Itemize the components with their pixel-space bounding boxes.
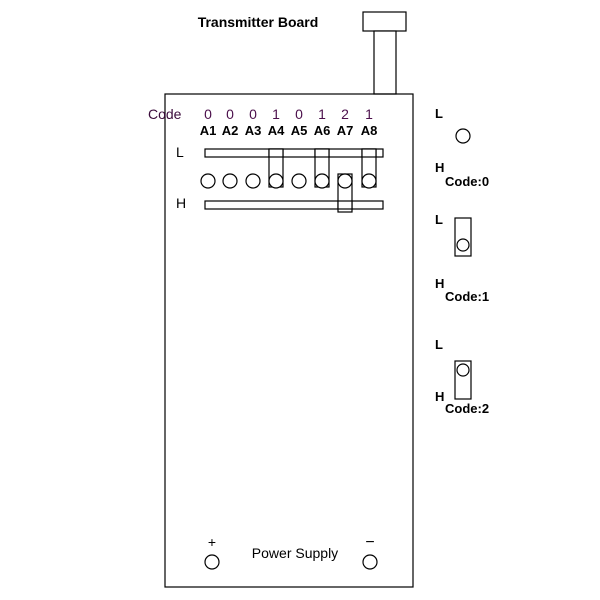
power-supply-label: Power Supply — [252, 545, 338, 561]
jumper-a7 — [337, 173, 353, 213]
legend-1-pin — [456, 238, 470, 252]
pin-a3 — [245, 173, 261, 189]
pin-label-a1: A1 — [200, 123, 217, 138]
jumper-a6 — [314, 148, 330, 189]
rail-high-label: H — [176, 195, 186, 211]
jumper-a5 — [291, 173, 307, 189]
legend-2-caption: Code:2 — [445, 401, 489, 416]
legend-1-low: L — [435, 212, 443, 227]
legend-1-caption: Code:1 — [445, 289, 489, 304]
pin-a6 — [314, 173, 330, 189]
pin-label-a4: A4 — [268, 123, 285, 138]
pin-label-a8: A8 — [361, 123, 378, 138]
legend-2-high: H — [435, 389, 444, 404]
legend-2-pin — [456, 363, 470, 377]
pin-label-a6: A6 — [314, 123, 331, 138]
rail-low-label: L — [176, 144, 184, 160]
pin-label-a7: A7 — [337, 123, 354, 138]
rail-segment — [361, 148, 377, 158]
power-minus-terminal — [362, 554, 378, 570]
pin-labels: A1 A2 A3 A4 A5 A6 A7 A8 — [200, 123, 378, 138]
legend-0-caption: Code:0 — [445, 174, 489, 189]
pin-a1 — [200, 173, 216, 189]
minus-sign: − — [365, 534, 374, 551]
plus-sign: + — [208, 534, 216, 550]
pin-label-a2: A2 — [222, 123, 239, 138]
diagram-title: Transmitter Board — [198, 14, 319, 30]
pin-label-a5: A5 — [291, 123, 308, 138]
low-rail — [204, 148, 384, 158]
pin-a5 — [291, 173, 307, 189]
code-value-4: 1 — [272, 106, 280, 122]
jumper-a1 — [200, 173, 216, 189]
code-label: Code — [148, 106, 182, 122]
legend-0-low: L — [435, 106, 443, 121]
legend-code-0: L H Code:0 — [435, 106, 489, 189]
pin-a7 — [337, 173, 353, 189]
power-plus-terminal — [204, 554, 220, 570]
pin-a8 — [361, 173, 377, 189]
legend-0-pin — [455, 128, 471, 144]
code-value-5: 0 — [295, 106, 303, 122]
code-value-8: 1 — [365, 106, 373, 122]
code-value-3: 0 — [249, 106, 257, 122]
legend-0-high: H — [435, 160, 444, 175]
rail-segment — [337, 200, 353, 210]
code-value-2: 0 — [226, 106, 234, 122]
code-value-1: 0 — [204, 106, 212, 122]
legend-1-high: H — [435, 276, 444, 291]
pin-a2 — [222, 173, 238, 189]
board-outline — [164, 93, 414, 588]
jumper-a4 — [268, 148, 284, 189]
high-rail — [204, 200, 384, 210]
jumper-a2 — [222, 173, 238, 189]
pin-label-a3: A3 — [245, 123, 262, 138]
pin-a4 — [268, 173, 284, 189]
legend-2-low: L — [435, 337, 443, 352]
legend-code-2: L H Code:2 — [435, 337, 489, 416]
antenna — [362, 11, 407, 95]
code-value-6: 1 — [318, 106, 326, 122]
jumper-pins — [200, 148, 377, 213]
jumper-a3 — [245, 173, 261, 189]
jumper-a8 — [361, 148, 377, 189]
legend-code-1: L H Code:1 — [435, 212, 489, 304]
code-value-7: 2 — [341, 106, 349, 122]
rail-segment — [268, 148, 284, 158]
rail-segment — [314, 148, 330, 158]
